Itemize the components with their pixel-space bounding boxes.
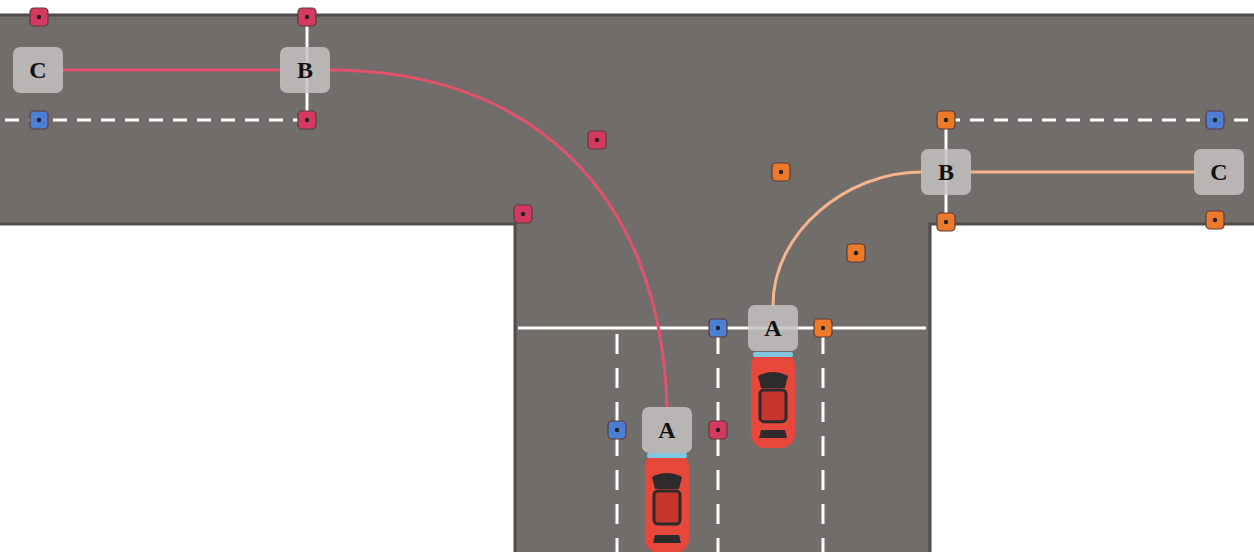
sensor-marker: [588, 131, 606, 149]
sensor-marker: [709, 421, 727, 439]
sensor-marker-dot: [37, 118, 41, 122]
main-road: [0, 15, 1254, 225]
car-light: [753, 352, 793, 357]
waypoint-box: C: [13, 47, 63, 93]
car-roof: [760, 390, 786, 422]
car-body: [645, 453, 689, 552]
waypoint-label: A: [764, 316, 781, 340]
sensor-marker: [30, 111, 48, 129]
sensor-marker: [514, 205, 532, 223]
sensor-marker: [608, 421, 626, 439]
car-rear-window: [759, 430, 787, 438]
lane-dash: [5, 119, 305, 122]
sensor-marker-dot: [716, 326, 720, 330]
car: [645, 453, 689, 552]
car-rear-window: [653, 535, 681, 543]
sensor-marker-dot: [854, 251, 858, 255]
waypoint-box: B: [921, 149, 971, 195]
sensor-marker-dot: [716, 428, 720, 432]
car: [751, 352, 795, 448]
car-light: [647, 453, 687, 458]
vehicle-path: [330, 70, 667, 407]
sensor-marker: [30, 8, 48, 26]
sensor-marker-dot: [1213, 218, 1217, 222]
waypoint-box: B: [280, 47, 330, 93]
vehicle-path: [63, 69, 280, 72]
vehicle-path: [971, 171, 1194, 174]
sensor-marker-dot: [521, 212, 525, 216]
car-windshield: [758, 372, 788, 388]
sensor-marker-dot: [37, 15, 41, 19]
sensor-marker: [772, 163, 790, 181]
waypoint-box: A: [748, 305, 798, 351]
car-body: [751, 352, 795, 448]
sensor-marker-dot: [821, 326, 825, 330]
sensor-marker-dot: [615, 428, 619, 432]
road-edge: [0, 14, 1254, 17]
waypoint-box: A: [642, 407, 692, 453]
waypoint-label: A: [658, 418, 675, 442]
road-edge: [0, 224, 1254, 552]
sensor-marker: [937, 111, 955, 129]
sensor-marker: [298, 8, 316, 26]
lane-dash: [717, 334, 720, 552]
sensor-marker-dot: [944, 118, 948, 122]
side-road: [515, 222, 930, 552]
sensor-marker-dot: [779, 170, 783, 174]
lane-dash: [822, 334, 825, 552]
waypoint-label: B: [938, 160, 954, 184]
waypoint-label: C: [1210, 160, 1227, 184]
car-windshield: [652, 473, 682, 489]
vehicle-path: [773, 172, 921, 305]
sensor-marker: [1206, 211, 1224, 229]
sensor-marker: [709, 319, 727, 337]
sensor-marker: [847, 244, 865, 262]
sensor-marker-dot: [1213, 118, 1217, 122]
car-roof: [654, 491, 680, 524]
sensor-marker: [1206, 111, 1224, 129]
waypoint-box: C: [1194, 149, 1244, 195]
sensor-marker: [814, 319, 832, 337]
sensor-marker-dot: [305, 118, 309, 122]
sensor-marker: [937, 213, 955, 231]
sensor-marker-dot: [595, 138, 599, 142]
waypoint-label: B: [297, 58, 313, 82]
waypoint-label: C: [29, 58, 46, 82]
sensor-marker-dot: [944, 220, 948, 224]
sensor-marker: [298, 111, 316, 129]
sensor-marker-dot: [305, 15, 309, 19]
lane-dash: [616, 334, 619, 552]
